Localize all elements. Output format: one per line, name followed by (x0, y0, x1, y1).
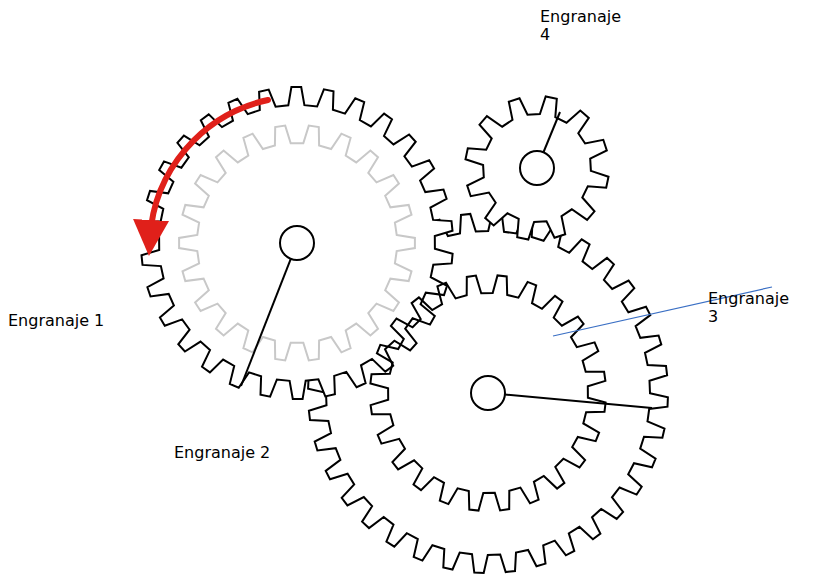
gear-4 (466, 97, 609, 240)
gear-label: Engranaje 1 (8, 312, 148, 330)
rotation-arrow (150, 100, 268, 238)
gear-1-axle (280, 226, 314, 260)
gear-1-spoke (241, 243, 297, 386)
gear-label: Engranaje 3 (708, 290, 798, 327)
gear-4-axle (520, 151, 554, 185)
gear-2 (179, 126, 415, 361)
gear-3-spoke (488, 393, 652, 408)
gear-label: Engranaje 2 (174, 444, 314, 462)
gear-1 (141, 87, 452, 399)
gear-3-inner (370, 275, 605, 510)
gear-label: Engranaje 4 (540, 8, 630, 45)
gear-3-axle (471, 376, 505, 410)
